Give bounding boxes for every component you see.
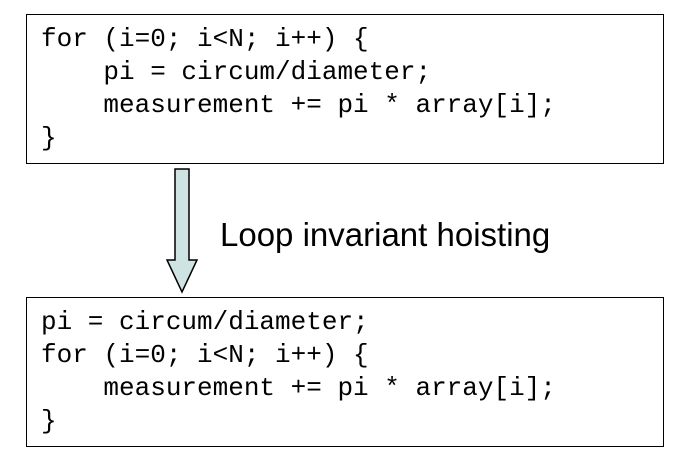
code-line: pi = circum/diameter; [41,57,432,87]
code-line: pi = circum/diameter; [41,307,369,337]
code-line: for (i=0; i<N; i++) { [41,24,369,54]
code-line: measurement += pi * array[i]; [41,373,556,403]
optimized-code-box: pi = circum/diameter; for (i=0; i<N; i++… [26,297,664,447]
code-line: } [41,123,57,153]
code-line: } [41,406,57,436]
code-line: measurement += pi * array[i]; [41,90,556,120]
transformation-label: Loop invariant hoisting [220,216,551,253]
original-code-box: for (i=0; i<N; i++) { pi = circum/diamet… [26,14,664,164]
arrow-shape [166,168,198,294]
down-arrow-icon [166,168,198,294]
code-line: for (i=0; i<N; i++) { [41,340,369,370]
